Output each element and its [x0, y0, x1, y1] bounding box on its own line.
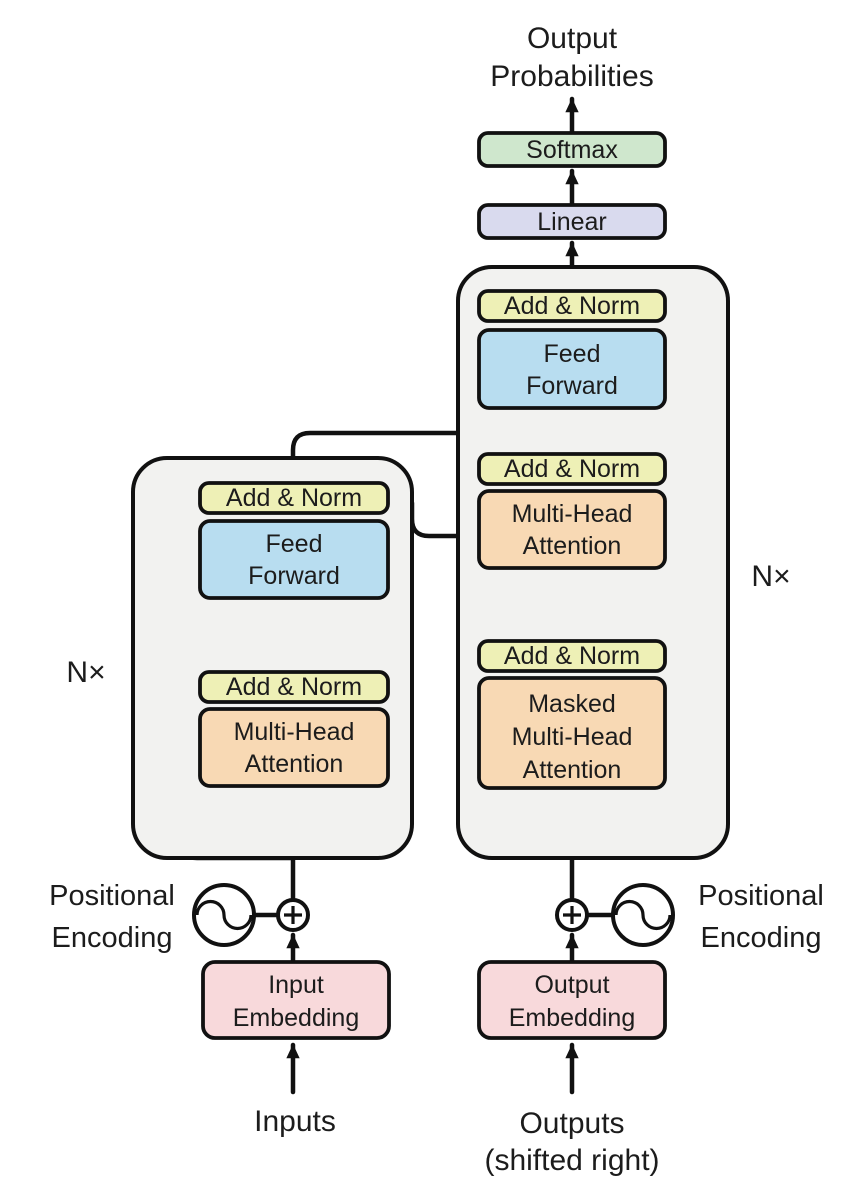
- input-embedding-label-1: Input: [268, 971, 324, 999]
- encoder-multi-head-attention-box: [198, 707, 390, 788]
- decoder-masked-mha-label-3: Attention: [523, 756, 622, 784]
- output-probabilities-label-2: Probabilities: [490, 60, 653, 93]
- decoder-masked-mha-box: [477, 676, 667, 790]
- add-left-icon: [276, 898, 310, 932]
- decoder-mha-label-2: Attention: [523, 532, 622, 560]
- inputs-label: Inputs: [254, 1105, 336, 1138]
- decoder-add-norm-2-box: [477, 452, 667, 486]
- output-embedding-box: [477, 960, 667, 1040]
- decoder-masked-multi-head-attention: Masked Multi-Head Attention: [477, 676, 667, 790]
- outputs-label-1: Outputs: [519, 1107, 624, 1140]
- decoder-add-norm-1: Add & Norm: [477, 639, 667, 673]
- output-embedding-label-1: Output: [534, 971, 609, 999]
- linear-label: Linear: [537, 208, 607, 236]
- decoder-feed-forward: Feed Forward: [477, 328, 667, 410]
- input-embedding-box: [201, 960, 391, 1040]
- decoder-feed-forward-label-1: Feed: [544, 340, 601, 368]
- annotations: N× N× Positional Encoding Positional Enc…: [49, 560, 824, 1177]
- decoder-add-norm-2-label: Add & Norm: [504, 455, 640, 483]
- decoder-add-norm-3: Add & Norm: [477, 289, 667, 323]
- encoder-feed-forward-label-1: Feed: [266, 530, 323, 558]
- encoder-add-norm-1: Add & Norm: [198, 670, 390, 704]
- embeddings: Input Embedding Output Embedding: [192, 883, 675, 1040]
- softmax-block: Softmax: [477, 131, 667, 168]
- decoder-stack: Add & Norm Feed Forward Add & Norm Multi…: [456, 265, 730, 860]
- decoder-feed-forward-box: [477, 328, 667, 410]
- positional-encoding-left-icon: [192, 883, 256, 947]
- sine-wave-icon: [195, 899, 253, 931]
- decoder-masked-mha-label-2: Multi-Head: [512, 723, 633, 751]
- input-embedding-label-2: Embedding: [233, 1004, 359, 1032]
- encoder-multi-head-attention: Multi-Head Attention: [198, 707, 390, 788]
- decoder-multi-head-attention-box: [477, 489, 667, 570]
- positional-encoding-right-icon: [611, 883, 675, 947]
- decoder-add-norm-3-box: [477, 289, 667, 323]
- encoder-add-norm-1-label: Add & Norm: [226, 673, 362, 701]
- positional-encoding-left-label-1: Positional: [49, 880, 175, 912]
- decoder-mha-label-1: Multi-Head: [512, 500, 633, 528]
- decoder-multi-head-attention: Multi-Head Attention: [477, 489, 667, 570]
- encoder-stack: Add & Norm Feed Forward Add & Norm Multi…: [131, 456, 414, 860]
- encoder-feed-forward: Feed Forward: [198, 519, 390, 600]
- output-head: Linear Softmax Output Probabilities: [477, 22, 667, 240]
- output-embedding-block: Output Embedding: [477, 960, 667, 1040]
- encoder-add-norm-2-box: [198, 481, 390, 515]
- linear-block: Linear: [477, 203, 667, 240]
- encoder-add-norm-2: Add & Norm: [198, 481, 390, 515]
- input-embedding-block: Input Embedding: [201, 960, 391, 1040]
- decoder-add-norm-1-label: Add & Norm: [504, 642, 640, 670]
- add-right-icon: [555, 898, 589, 932]
- softmax-label: Softmax: [526, 136, 618, 164]
- sine-wave-icon: [614, 899, 672, 931]
- output-probabilities-label-1: Output: [527, 22, 618, 55]
- positional-encoding-right-label-1: Positional: [698, 880, 824, 912]
- decoder-feed-forward-label-2: Forward: [526, 372, 618, 400]
- decoder-add-norm-2: Add & Norm: [477, 452, 667, 486]
- positional-encoding-right-label-2: Encoding: [701, 922, 822, 954]
- decoder-repeat-label: N×: [751, 560, 790, 593]
- decoder-masked-mha-label-1: Masked: [528, 690, 616, 718]
- encoder-add-norm-2-label: Add & Norm: [226, 484, 362, 512]
- softmax-box: [477, 131, 667, 168]
- outputs-label-2: (shifted right): [484, 1144, 659, 1177]
- linear-box: [477, 203, 667, 240]
- encoder-feed-forward-box: [198, 519, 390, 600]
- plus-cross-icon: [563, 906, 581, 924]
- encoder-container: [131, 456, 414, 860]
- positional-encoding-left-label-2: Encoding: [52, 922, 173, 954]
- encoder-repeat-label: N×: [66, 656, 105, 689]
- encoder-mha-label-2: Attention: [245, 750, 344, 778]
- encoder-add-norm-1-box: [198, 670, 390, 704]
- connector-encoder-output-upper: [290, 430, 575, 486]
- encoder-feed-forward-label-2: Forward: [248, 562, 340, 590]
- encoder-mha-label-1: Multi-Head: [234, 718, 355, 746]
- decoder-add-norm-3-label: Add & Norm: [504, 292, 640, 320]
- decoder-add-norm-1-box: [477, 639, 667, 673]
- plus-cross-icon: [284, 906, 302, 924]
- output-embedding-label-2: Embedding: [509, 1004, 635, 1032]
